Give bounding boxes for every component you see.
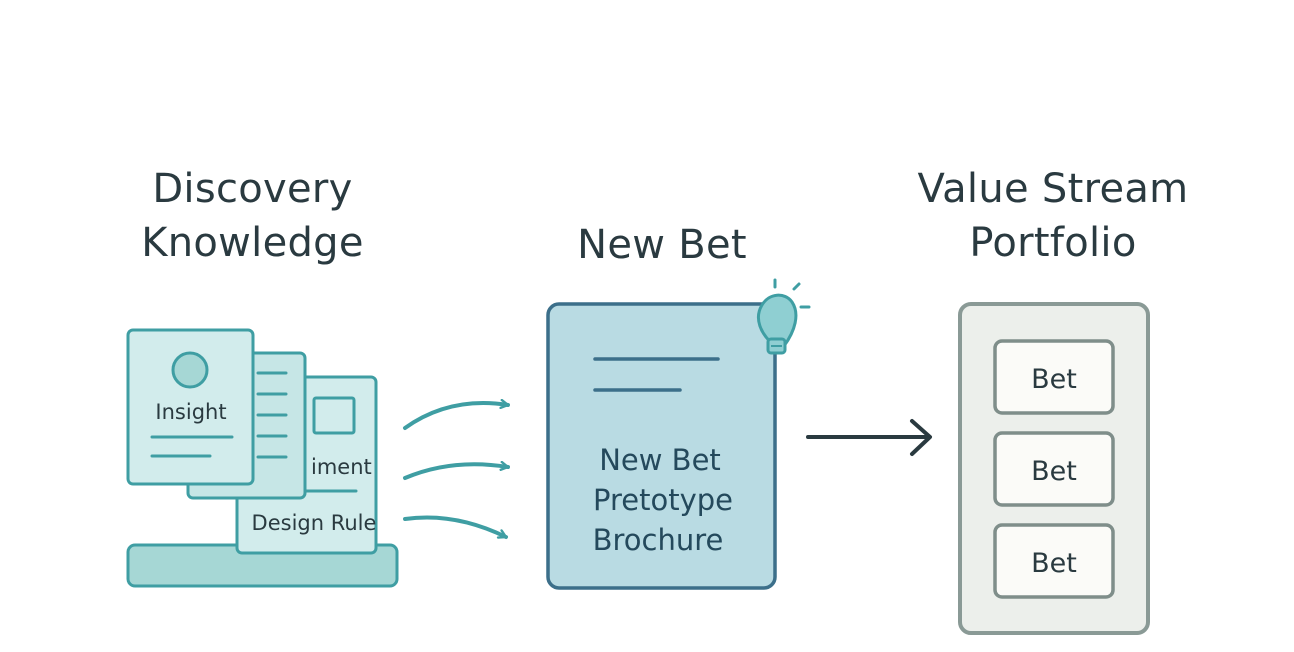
portfolio-container: Bet Bet Bet: [958, 302, 1150, 635]
new-bet-card-line-1: New Bet: [599, 443, 721, 477]
discovery-knowledge-heading: Discovery Knowledge: [100, 162, 405, 270]
portfolio-heading-line-2: Portfolio: [969, 220, 1137, 266]
insight-document: Insight: [126, 328, 255, 486]
newbet-to-portfolio-arrow: [806, 419, 932, 456]
portfolio-bet-label: Bet: [1031, 548, 1077, 579]
value-stream-portfolio-heading: Value Stream Portfolio: [880, 162, 1226, 270]
discovery-document-stack: Design Rule iment Insight: [126, 328, 399, 588]
middle-document-label: iment: [311, 455, 372, 479]
new-bet-heading-line: New Bet: [577, 222, 747, 268]
curved-arrow-bottom: [403, 515, 508, 539]
new-bet-heading: New Bet: [512, 218, 812, 272]
design-rule-label: Design Rule: [252, 511, 377, 535]
discovery-heading-line-2: Knowledge: [141, 220, 364, 266]
discovery-heading-line-1: Discovery: [152, 166, 353, 212]
portfolio-bet-label: Bet: [1031, 456, 1077, 487]
portfolio-bet-item: Bet: [993, 339, 1115, 415]
image-placeholder-icon: [312, 396, 356, 435]
portfolio-heading-line-1: Value Stream: [917, 166, 1189, 212]
portfolio-bet-label: Bet: [1031, 364, 1077, 395]
portfolio-bet-item: Bet: [993, 523, 1115, 599]
person-icon: [171, 351, 209, 389]
discovery-to-newbet-arrows: [403, 403, 510, 539]
curved-arrow-middle: [403, 464, 510, 480]
portfolio-bet-item: Bet: [993, 431, 1115, 507]
lightbulb-icon: [757, 278, 811, 355]
new-bet-card-line-2: Pretotype: [593, 483, 733, 517]
new-bet-card-line-3: Brochure: [593, 523, 724, 557]
insight-label: Insight: [155, 400, 226, 424]
curved-arrow-top: [403, 403, 510, 430]
new-bet-card: New Bet Pretotype Brochure: [546, 302, 777, 590]
